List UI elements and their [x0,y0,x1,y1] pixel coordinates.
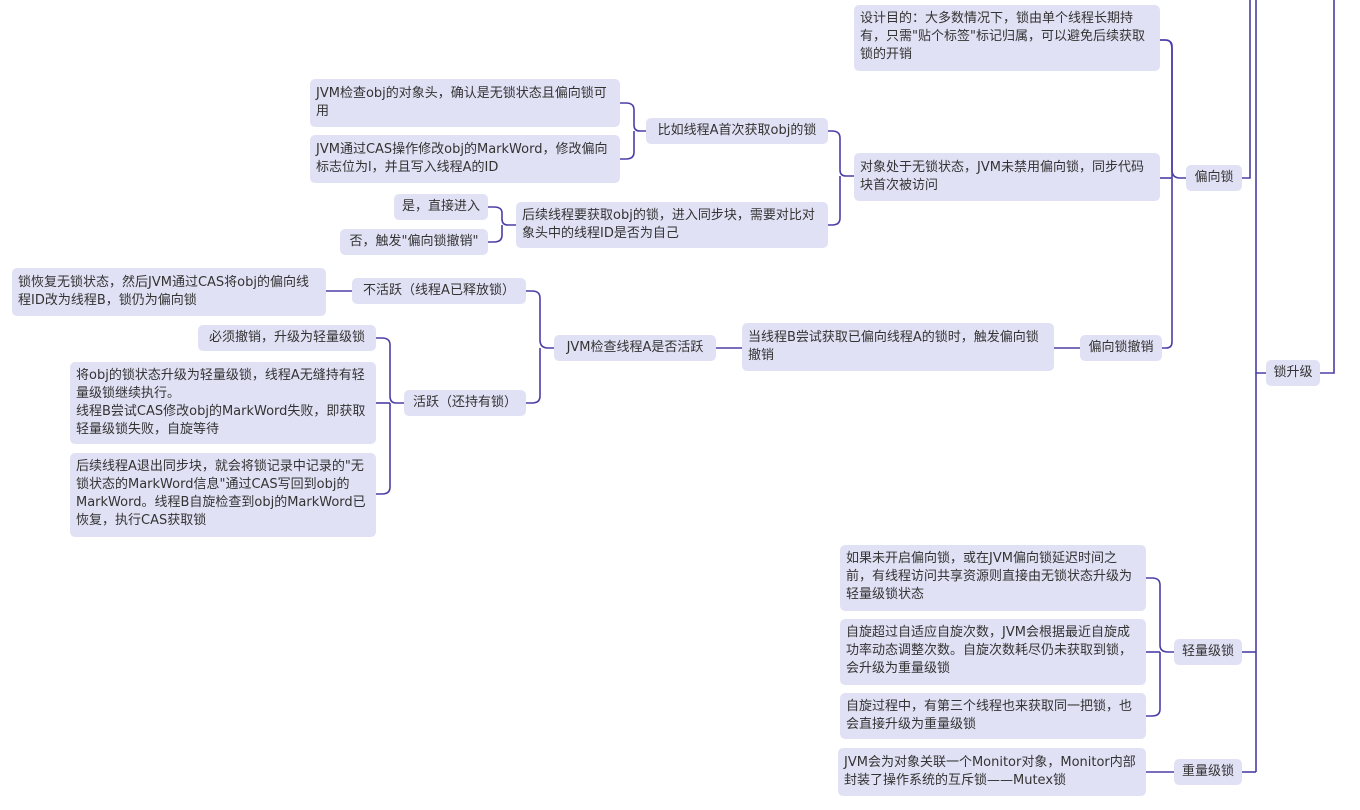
node-no-revoke[interactable]: 否，触发"偏向锁撤销" [340,229,488,255]
node-spin-exceed[interactable]: 自旋超过自适应自旋次数，JVM会根据最近自旋成功率动态调整次数。自旋次数耗尽仍未… [840,619,1146,685]
node-third-thread[interactable]: 自旋过程中，有第三个线程也来获取同一把锁，也会直接升级为重量级锁 [840,693,1146,739]
node-biased-lock[interactable]: 偏向锁 [1186,165,1242,191]
edge-root-top [1255,0,1266,374]
node-check-object-header[interactable]: JVM检查obj的对象头，确认是无锁状态且偏向锁可用 [310,79,620,127]
node-must-revoke[interactable]: 必须撤销，升级为轻量级锁 [198,325,376,351]
node-upgrade-lightweight[interactable]: 将obj的锁状态升级为轻量级锁，线程A无缝持有轻量级锁继续执行。 线程B尝试CA… [70,362,376,444]
node-biased-condition[interactable]: 对象处于无锁状态，JVM未禁用偏向锁，同步代码块首次被访问 [854,153,1160,201]
node-inactive[interactable]: 不活跃（线程A已释放锁） [352,278,526,304]
node-first-acquire[interactable]: 比如线程A首次获取obj的锁 [646,118,828,144]
node-yes-enter[interactable]: 是，直接进入 [394,194,488,220]
node-lightweight-lock[interactable]: 轻量级锁 [1174,639,1242,665]
node-cas-markword[interactable]: JVM通过CAS操作修改obj的MarkWord，修改偏向标志位为l，并且写入线… [310,135,620,183]
node-check-thread-alive[interactable]: JVM检查线程A是否活跃 [554,335,716,361]
node-no-biased-direct[interactable]: 如果未开启偏向锁，或在JVM偏向锁延迟时间之前，有线程访问共享资源则直接由无锁状… [840,545,1146,611]
node-exit-restore[interactable]: 后续线程A退出同步块，就会将锁记录中记录的"无锁状态的MarkWord信息"通过… [70,453,376,537]
node-revoke-trigger[interactable]: 当线程B尝试获取已偏向线程A的锁时，触发偏向锁撤销 [742,323,1054,371]
node-active[interactable]: 活跃（还持有锁） [404,390,526,416]
node-biased-lock-revoke[interactable]: 偏向锁撤销 [1080,335,1162,361]
node-inactive-result[interactable]: 锁恢复无锁状态，然后JVM通过CAS将obj的偏向线程ID改为线程B，锁仍为偏向… [12,268,326,316]
node-root-lock-upgrade[interactable]: 锁升级 [1266,360,1320,386]
node-monitor-mutex[interactable]: JVM会为对象关联一个Monitor对象，Monitor内部封装了操作系统的互斥… [838,748,1146,796]
node-heavyweight-lock[interactable]: 重量级锁 [1174,759,1242,785]
node-subsequent-thread[interactable]: 后续线程要获取obj的锁，进入同步块，需要对比对象头中的线程ID是否为自己 [516,202,828,248]
node-biased-purpose[interactable]: 设计目的：大多数情况下，锁由单个线程长期持有，只需"贴个标签"标记归属，可以避免… [854,5,1160,71]
